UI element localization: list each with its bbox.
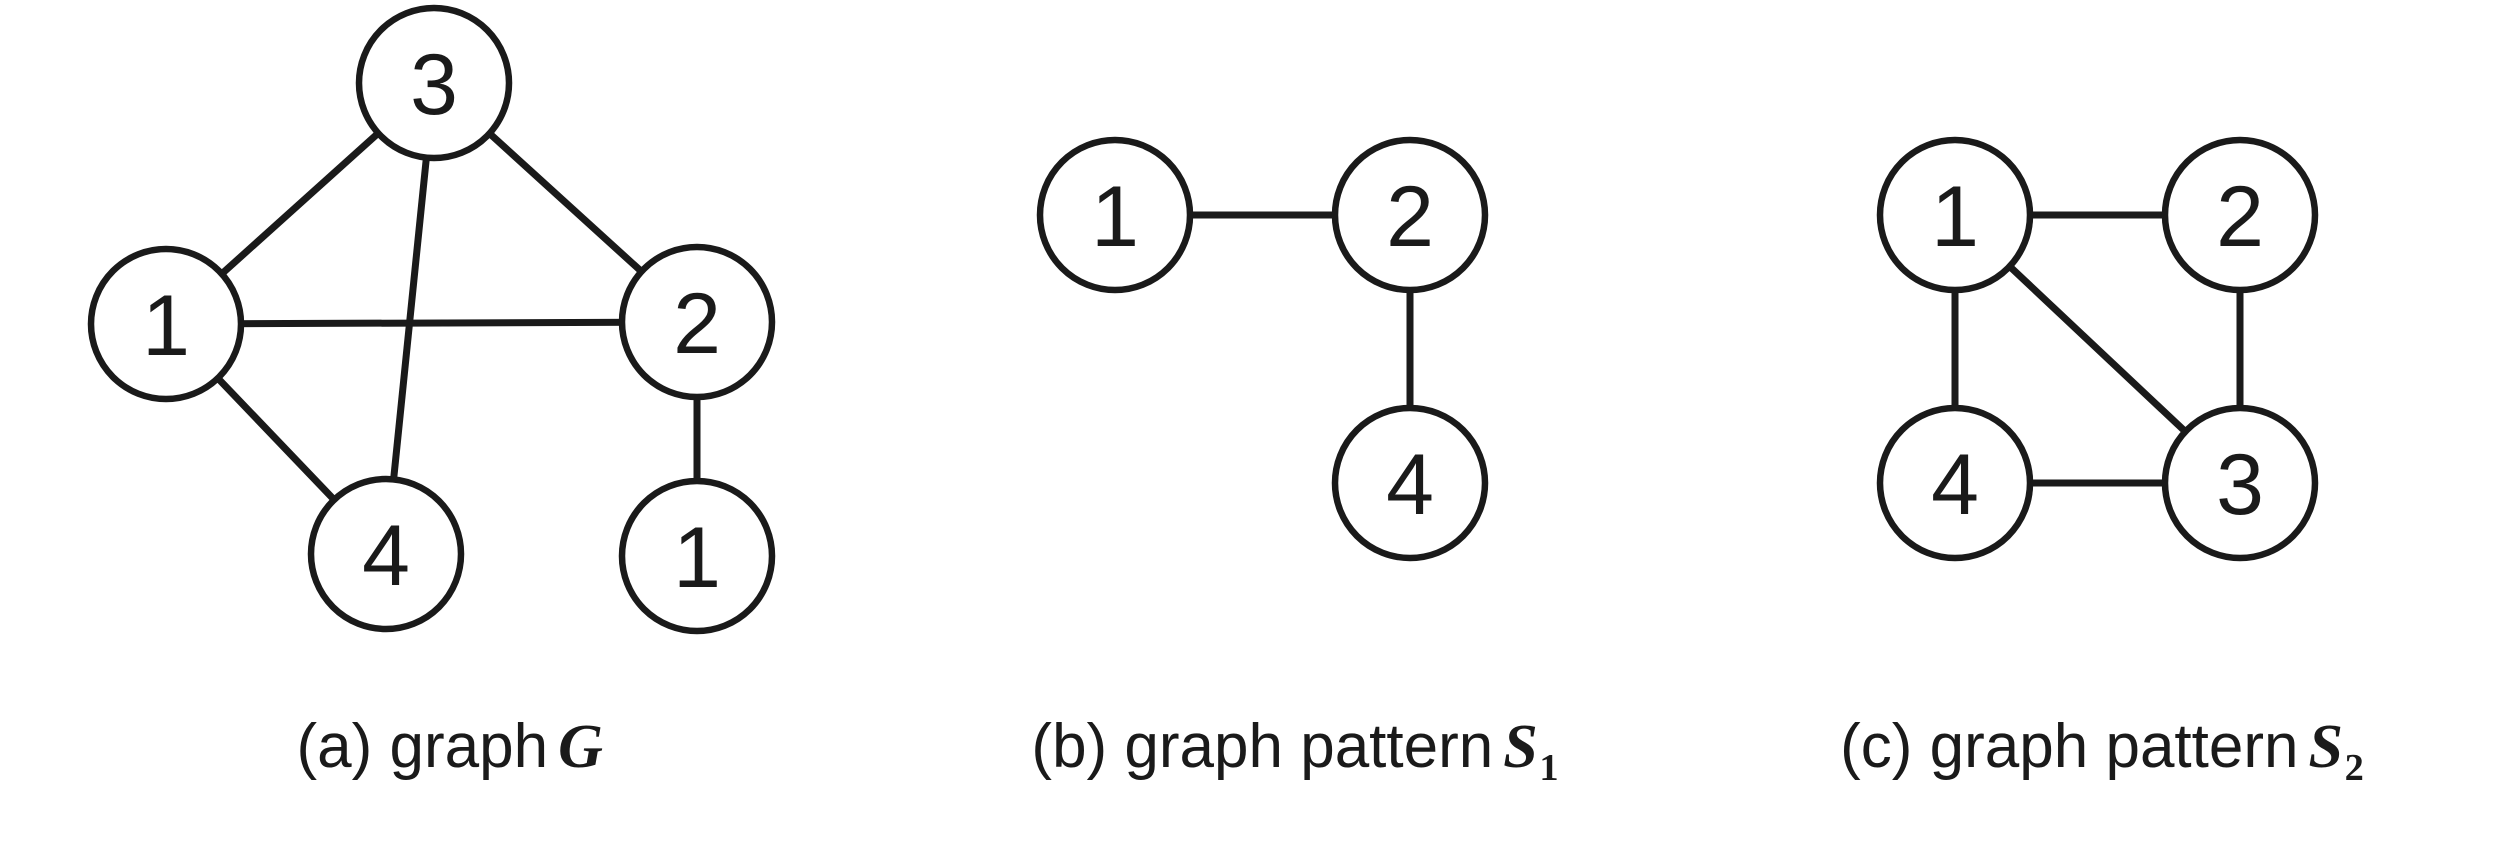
caption-b-subscript: 1 [1539,747,1559,790]
node-label: 2 [673,276,721,372]
graph-node[interactable]: 4 [1876,404,2034,562]
graph-node[interactable]: 2 [2161,136,2319,294]
caption-b-symbol: S [1503,713,1539,781]
node-label: 2 [2216,169,2264,265]
caption-c-prefix: (c) graph pattern [1840,712,2299,781]
node-label: 4 [1386,437,1434,533]
node-circle [87,245,245,403]
node-label: 1 [673,510,721,606]
node-label: 2 [1386,169,1434,265]
node-label: 3 [410,37,458,133]
node-circle [307,475,465,633]
node-circle [1876,404,2034,562]
graph-node[interactable]: 1 [1036,136,1194,294]
graph-pattern-s1-diagram: 1 2 4 [1036,136,1489,562]
graph-node[interactable]: 1 [618,477,776,635]
node-circle [618,243,776,401]
node-circle [1036,136,1194,294]
graph-g-diagram: 3 1 2 4 1 [87,4,776,635]
node-circle [618,477,776,635]
node-label: 1 [142,278,190,374]
caption-b-prefix: (b) graph pattern [1031,712,1494,781]
node-circle [1331,136,1489,294]
graph-node[interactable]: 4 [307,475,465,633]
graph-edge [165,318,698,328]
node-circle [2161,404,2319,562]
caption-a-symbol: G [558,713,604,781]
graph-node[interactable]: 1 [1876,136,2034,294]
node-label: 1 [1931,169,1979,265]
node-label: 1 [1091,169,1139,265]
graph-node[interactable]: 3 [2161,404,2319,562]
graph-node[interactable]: 2 [618,243,776,401]
node-circle [2161,136,2319,294]
graph-pattern-s2-diagram: 1 2 4 3 [1876,136,2319,562]
caption-a-prefix: (a) graph [296,712,549,781]
caption-c-subscript: 2 [2344,747,2364,790]
graph-edge [382,82,438,555]
node-label: 3 [2216,437,2264,533]
graph-node[interactable]: 3 [355,4,513,162]
graph-node[interactable]: 1 [87,245,245,403]
graph-node[interactable]: 4 [1331,404,1489,562]
node-circle [1876,136,2034,294]
node-label: 4 [362,508,410,604]
node-label: 4 [1931,437,1979,533]
caption-c-symbol: S [2308,713,2344,781]
node-circle [1331,404,1489,562]
node-circle [355,4,513,162]
graph-node[interactable]: 2 [1331,136,1489,294]
